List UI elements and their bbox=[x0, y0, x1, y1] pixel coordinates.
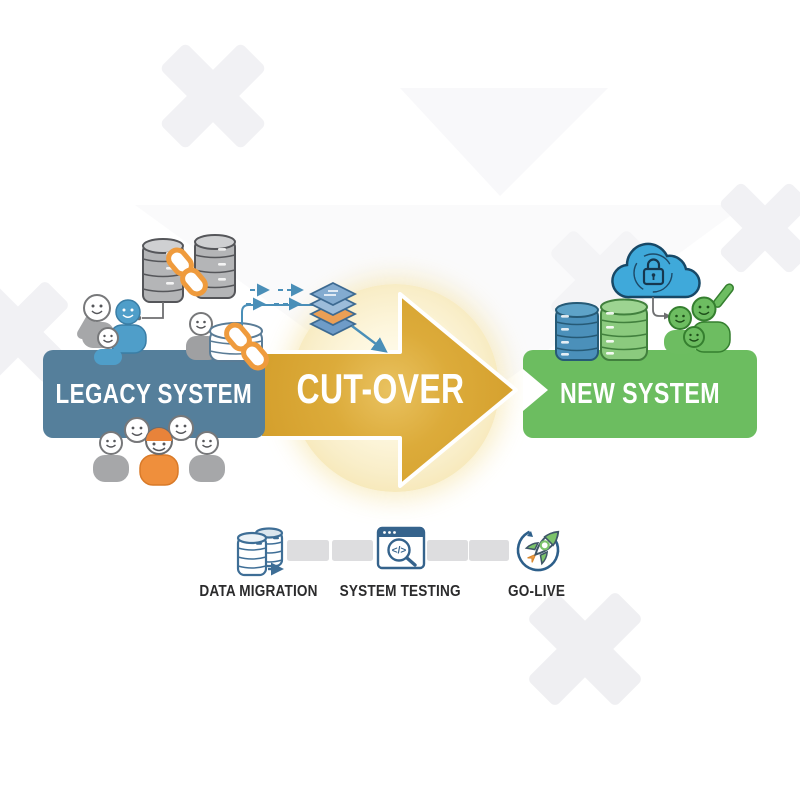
code-search-icon: </> bbox=[376, 526, 426, 570]
background-x-shape bbox=[545, 225, 655, 335]
timeline-connector bbox=[287, 540, 509, 561]
new-team-icon bbox=[664, 283, 734, 354]
new-system-banner-notch bbox=[523, 369, 548, 411]
legacy-system-banner: LEGACY SYSTEM bbox=[43, 350, 265, 438]
new-system-banner: NEW SYSTEM bbox=[523, 350, 757, 438]
step-label-system-testing: SYSTEM TESTING bbox=[339, 583, 461, 600]
cutover-banner: CUT-OVER bbox=[278, 364, 482, 414]
background-x-shape bbox=[715, 178, 800, 278]
background-x-shape bbox=[155, 38, 270, 153]
secure-cloud-icon bbox=[611, 242, 701, 320]
step-label-data-migration: DATA MIGRATION bbox=[199, 583, 319, 600]
legacy-system-label: LEGACY SYSTEM bbox=[55, 378, 253, 409]
step-label-go-live: GO-LIVE bbox=[508, 583, 566, 600]
background-x-shape bbox=[522, 586, 647, 711]
new-system-label: NEW SYSTEM bbox=[560, 377, 720, 410]
rocket-launch-icon bbox=[516, 528, 560, 572]
cutover-label: CUT-OVER bbox=[296, 365, 464, 412]
database-transfer-icon bbox=[236, 527, 284, 577]
linked-databases-icon bbox=[136, 234, 236, 321]
svg-text:</>: </> bbox=[392, 546, 407, 557]
data-flow-arrows-icon bbox=[246, 283, 304, 311]
